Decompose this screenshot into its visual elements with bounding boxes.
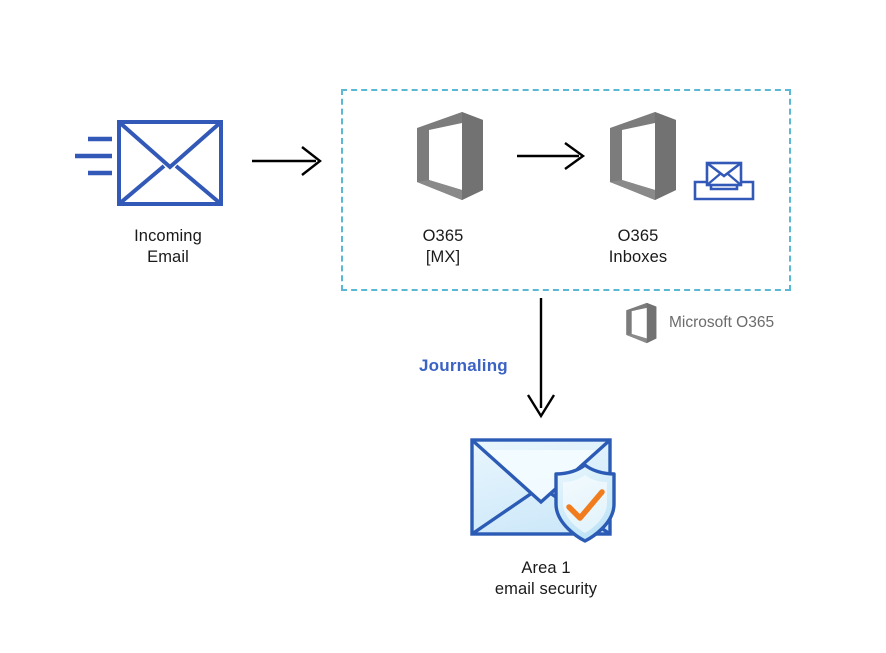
- arrow-inboxes-to-area1: [518, 296, 564, 422]
- legend-microsoft-office-logo-icon: [620, 302, 658, 344]
- legend-item-label: Microsoft O365: [669, 314, 775, 331]
- envelope-icon: [117, 120, 223, 206]
- o365-inboxes-label: O365 Inboxes: [608, 227, 668, 266]
- o365-mx-label: O365 [MX]: [422, 227, 464, 266]
- arrow-incoming-to-mx: [250, 145, 325, 177]
- area1-envelope-with-shield-check-icon: [468, 432, 634, 546]
- speed-lines-icon: [75, 136, 112, 176]
- inbox-tray-envelope-icon: [692, 158, 756, 206]
- incoming-email-icon: [70, 118, 230, 213]
- arrow-mx-to-inboxes: [515, 140, 590, 172]
- area1-label: Area 1 email security: [494, 559, 598, 598]
- journaling-edge-label: Journaling: [419, 356, 508, 375]
- o365-inboxes-microsoft-office-logo-icon: [597, 110, 679, 202]
- microsoft-o365-boundary-group: [341, 89, 791, 291]
- o365-mx-microsoft-office-logo-icon: [404, 110, 486, 202]
- incoming-email-label: Incoming Email: [134, 227, 202, 266]
